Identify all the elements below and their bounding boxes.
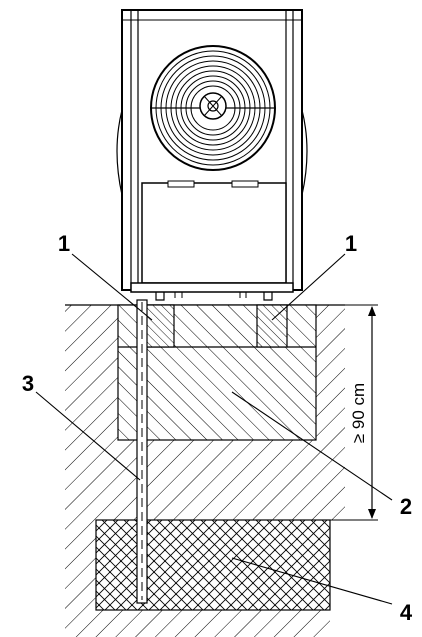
base-details	[174, 292, 247, 298]
leader-4	[231, 557, 393, 605]
left-support-post-hatch	[144, 305, 174, 347]
right-foot	[263, 292, 273, 301]
leader-3	[35, 391, 141, 481]
leader-1-right	[271, 253, 346, 321]
callout-4: 4	[400, 600, 413, 625]
left-foot	[155, 292, 165, 301]
right-support-post-hatch	[257, 305, 287, 347]
callout-1-left: 1	[58, 231, 70, 256]
ground-section	[65, 299, 345, 637]
leader-2	[231, 391, 393, 501]
callout-1-right: 1	[345, 231, 357, 256]
left-side-bulge	[116, 109, 123, 196]
drain-pipe	[136, 299, 148, 604]
base-frame	[130, 282, 294, 293]
gravel-bed-hatch	[96, 520, 330, 610]
callout-3: 3	[22, 371, 34, 396]
right-side-bulge	[301, 109, 308, 196]
leader-1-left	[71, 253, 153, 321]
dimension-arrow-top	[368, 306, 376, 316]
callout-2: 2	[400, 494, 412, 519]
lower-panel	[141, 180, 287, 284]
heat-pump-unit	[116, 9, 308, 301]
dimension-label: ≥ 90 cm	[349, 383, 368, 443]
depth-dimension: ≥ 90 cm	[316, 304, 378, 521]
dimension-arrow-bottom	[368, 509, 376, 519]
fan-grille	[150, 45, 276, 171]
leader-lines	[35, 253, 393, 605]
